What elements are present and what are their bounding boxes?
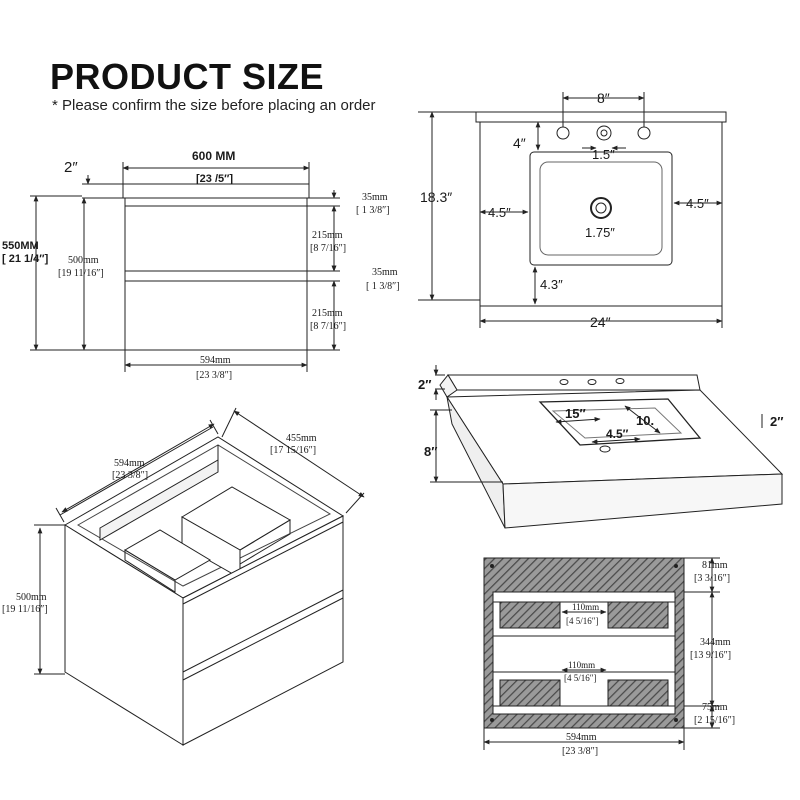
front-countertop: [122, 183, 310, 199]
persp-bowl-width-label: 10.: [636, 413, 654, 428]
back-middle-mm-label: 344mm: [700, 637, 731, 648]
front-body-height-mm-label: 500mm: [68, 255, 99, 266]
front-view: [30, 162, 340, 372]
back-slot-1-right: [607, 601, 669, 629]
faucet-spacing-label: 8″: [597, 90, 610, 106]
top-backsplash: [475, 111, 727, 123]
persp-thickness-label: 2″: [770, 414, 783, 429]
front-total-height-mm-label: 550MM: [2, 240, 39, 252]
faucet-hole-center: [596, 125, 612, 141]
back-slot2-mm-label: 110mm: [568, 660, 595, 670]
page-title: PRODUCT SIZE: [50, 56, 325, 97]
bottom-margin-label: 4.3″: [540, 277, 563, 292]
cabinet-isometric: [34, 407, 365, 746]
front-gap2-in-label: [ 1 3/8″]: [366, 281, 400, 292]
iso-height-mm-label: 500mm: [16, 592, 47, 603]
back-slot-2-right: [607, 679, 669, 707]
back-bottom-in-label: [2 15/16″]: [694, 715, 735, 726]
front-drawer2-in-label: [8 7/16″]: [310, 321, 346, 332]
drain-hole: [590, 197, 612, 219]
backsplash-to-hole-label: 4″: [513, 135, 526, 151]
cabinet-iso-labels: 594mm [23 3/8″] 455mm [17 15/16″] 500mm …: [2, 433, 317, 615]
iso-width-in-label: [23 3/8″]: [112, 470, 148, 481]
top-view: [418, 92, 727, 328]
sink-bowl: [529, 151, 673, 266]
front-top-gap-label: 2″: [64, 159, 78, 176]
left-margin-label: 4.5″: [488, 205, 511, 220]
back-slot2-in-label: [4 5/16″]: [564, 673, 597, 683]
back-middle-in-label: [13 9/16″]: [690, 650, 731, 661]
front-total-height-in-label: [ 21 1/4″]: [2, 253, 49, 265]
hole-to-bowl-label: 1.5″: [592, 147, 615, 162]
faucet-hole-left: [556, 126, 570, 140]
persp-backsplash-label: 2″: [418, 377, 431, 392]
perspective-countertop: [430, 365, 784, 529]
back-slot-2-left: [499, 679, 561, 707]
back-slot-1-left: [499, 601, 561, 629]
back-top-mm-label: 81mm: [702, 560, 728, 571]
persp-apron-label: 8″: [424, 444, 437, 459]
front-body-height-in-label: [19 11/16″]: [58, 268, 104, 279]
back-slot1-in-label: [4 5/16″]: [566, 616, 599, 626]
back-slot1-mm-label: 110mm: [572, 602, 599, 612]
persp-backsplash: [447, 374, 701, 391]
front-drawer2-mm-label: 215mm: [312, 308, 343, 319]
front-drawer1-in-label: [8 7/16″]: [310, 243, 346, 254]
back-view-labels: 81mm [3 3/16″] 110mm [4 5/16″] 344mm [13…: [562, 560, 735, 757]
right-margin-label: 4.5″: [686, 196, 709, 211]
front-gap2-mm-label: 35mm: [372, 267, 398, 278]
drain-label: 1.75″: [585, 225, 615, 240]
persp-bowl-length-label: 15″: [565, 406, 586, 421]
back-view: [483, 557, 720, 750]
back-top-in-label: [3 3/16″]: [694, 573, 730, 584]
perspective-labels: 2″ 8″ 2″ 15″ 10. 4.5″: [418, 377, 783, 459]
iso-height-in-label: [19 11/16″]: [2, 604, 48, 615]
persp-sink-bowl: [538, 398, 702, 446]
back-width-in-label: [23 3/8″]: [562, 746, 598, 757]
front-bottom-width-in-label: [23 3/8″]: [196, 370, 232, 381]
iso-width-mm-label: 594mm: [114, 458, 145, 469]
faucet-hole-right: [637, 126, 651, 140]
front-cabinet-body: [124, 197, 308, 351]
back-width-mm-label: 594mm: [566, 732, 597, 743]
iso-depth-in-label: [17 15/16″]: [270, 445, 316, 456]
back-bottom-mm-label: 75mm: [702, 702, 728, 713]
top-view-labels: 8″ 4″ 1.5″ 4.5″ 4.5″ 1.75″ 4.3″ 18.3″ 24…: [420, 90, 709, 330]
width-label: 24″: [590, 314, 611, 330]
page-subtitle: * Please confirm the size before placing…: [52, 97, 376, 114]
iso-depth-mm-label: 455mm: [286, 433, 317, 444]
front-drawer1-mm-label: 215mm: [312, 230, 343, 241]
front-gap1-mm-label: 35mm: [362, 192, 388, 203]
front-gap1-in-label: [ 1 3/8″]: [356, 205, 390, 216]
front-width-mm-label: 600 MM: [192, 149, 235, 163]
front-view-labels: 2″ 600 MM [23 /5″] 550MM [ 21 1/4″] 500m…: [2, 149, 400, 381]
front-bottom-width-mm-label: 594mm: [200, 355, 231, 366]
persp-bowl-depth-label: 4.5″: [606, 427, 629, 441]
depth-label: 18.3″: [420, 189, 452, 205]
front-width-in-label: [23 /5″]: [196, 173, 233, 185]
